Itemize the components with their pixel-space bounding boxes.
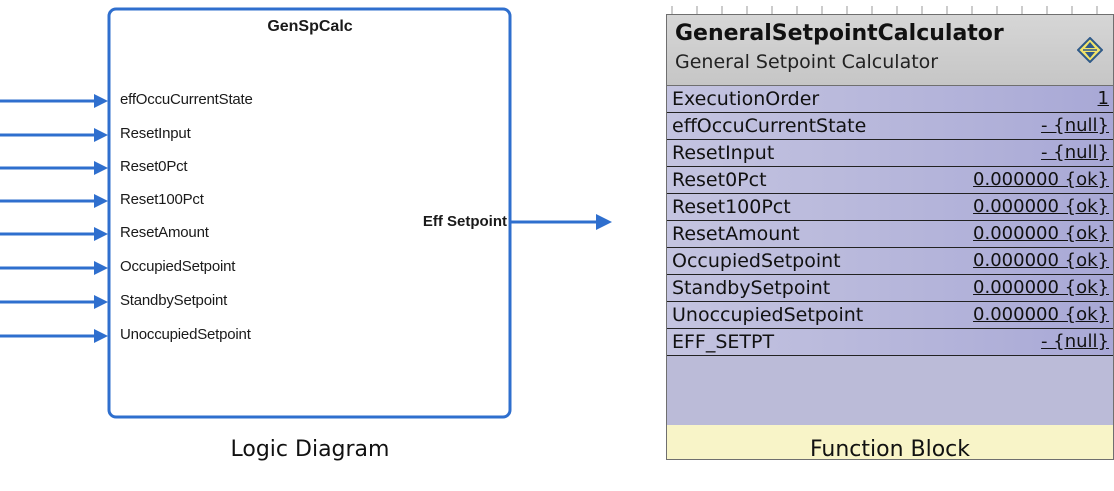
input-arrow (0, 194, 108, 208)
function-block-caption: Function Block (809, 437, 971, 462)
logic-diagram (0, 7, 612, 419)
function-block-header[interactable]: GeneralSetpointCalculator General Setpoi… (667, 15, 1113, 86)
input-arrow (0, 261, 108, 275)
slot-value[interactable]: - {null} (1041, 142, 1109, 163)
slot-name: ExecutionOrder (672, 88, 820, 110)
slot-name: StandbySetpoint (672, 277, 831, 299)
slot-row[interactable]: effOccuCurrentState - {null} (667, 113, 1113, 140)
logic-block (107, 7, 512, 419)
function-block-footer (667, 425, 1113, 459)
output-label: Eff Setpoint (422, 213, 507, 230)
slot-name: ResetAmount (672, 223, 800, 245)
slot-name: Reset0Pct (672, 169, 767, 191)
input-arrow (0, 227, 108, 241)
input-arrow (0, 295, 108, 309)
input-label: ResetInput (120, 125, 191, 142)
input-arrow (0, 94, 108, 108)
function-block[interactable]: GeneralSetpointCalculator General Setpoi… (666, 14, 1114, 460)
slot-name: OccupiedSetpoint (672, 250, 841, 272)
input-label: Reset0Pct (120, 158, 188, 175)
slot-value[interactable]: 0.000000 {ok} (973, 169, 1109, 190)
slot-name: ResetInput (672, 142, 775, 164)
slot-row[interactable]: StandbySetpoint 0.000000 {ok} (667, 275, 1113, 302)
slot-row[interactable]: OccupiedSetpoint 0.000000 {ok} (667, 248, 1113, 275)
slot-value[interactable]: 0.000000 {ok} (973, 250, 1109, 271)
slot-row[interactable]: ExecutionOrder 1 (667, 86, 1113, 113)
slot-value[interactable]: 1 (1097, 88, 1109, 109)
slot-value[interactable]: 0.000000 {ok} (973, 304, 1109, 325)
input-label: effOccuCurrentState (120, 91, 253, 108)
input-label: UnoccupiedSetpoint (120, 326, 251, 343)
slot-row[interactable]: UnoccupiedSetpoint 0.000000 {ok} (667, 302, 1113, 329)
slot-value[interactable]: - {null} (1041, 331, 1109, 352)
slot-value[interactable]: 0.000000 {ok} (973, 277, 1109, 298)
function-block-name: GeneralSetpointCalculator (675, 21, 1004, 46)
slot-value[interactable]: 0.000000 {ok} (973, 196, 1109, 217)
slot-row[interactable]: Reset100Pct 0.000000 {ok} (667, 194, 1113, 221)
function-block-description: General Setpoint Calculator (675, 51, 939, 73)
slot-row[interactable]: Reset0Pct 0.000000 {ok} (667, 167, 1113, 194)
slot-value[interactable]: 0.000000 {ok} (973, 223, 1109, 244)
input-label: OccupiedSetpoint (120, 258, 236, 275)
input-arrow (0, 161, 108, 175)
logic-block-title: GenSpCalc (267, 18, 353, 35)
slot-row[interactable]: ResetInput - {null} (667, 140, 1113, 167)
input-label: StandbySetpoint (120, 292, 228, 309)
slot-row[interactable]: ResetAmount 0.000000 {ok} (667, 221, 1113, 248)
input-arrows (0, 94, 108, 343)
slot-name: effOccuCurrentState (672, 115, 867, 137)
slot-name: EFF_SETPT (672, 331, 775, 353)
output-arrow (511, 214, 612, 230)
input-arrow (0, 329, 108, 343)
slot-name: UnoccupiedSetpoint (672, 304, 864, 326)
slot-name: Reset100Pct (672, 196, 791, 218)
slot-row[interactable]: EFF_SETPT - {null} (667, 329, 1113, 356)
slot-value[interactable]: - {null} (1041, 115, 1109, 136)
ruler-ticks (671, 6, 1098, 14)
input-label: Reset100Pct (120, 191, 204, 208)
expand-collapse-icon[interactable] (1077, 37, 1103, 63)
input-arrow (0, 128, 108, 142)
input-label: ResetAmount (120, 224, 209, 241)
logic-diagram-caption: Logic Diagram (230, 437, 390, 462)
